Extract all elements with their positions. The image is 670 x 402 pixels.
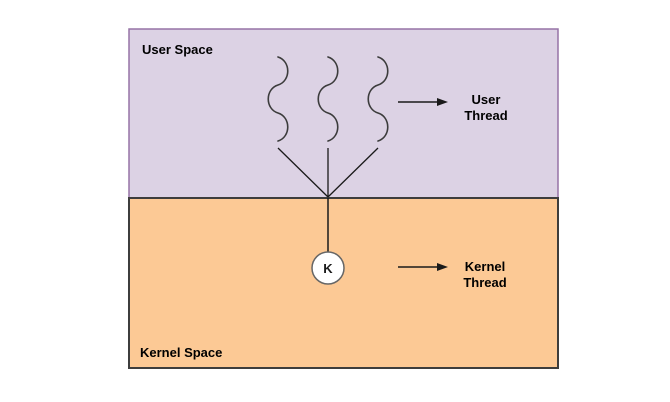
kernel-space-box xyxy=(128,197,559,369)
thread-mapping-line-right xyxy=(327,147,379,198)
user-space-box xyxy=(128,28,559,199)
kernel-thread-node-label: K xyxy=(323,261,333,276)
user-thread-arrowhead-icon xyxy=(437,98,448,106)
kernel-thread-node xyxy=(311,251,345,285)
kernel-space-label: Kernel Space xyxy=(140,345,222,360)
kernel-thread-label-line1: Kernel xyxy=(465,259,505,274)
user-thread-squiggle-1 xyxy=(267,56,289,142)
user-thread-label-line1: User xyxy=(472,92,501,107)
kernel-thread-label-line2: Thread xyxy=(463,275,506,290)
user-thread-squiggle-2 xyxy=(317,56,339,142)
kernel-thread-arrowhead-icon xyxy=(437,263,448,271)
user-space-label: User Space xyxy=(142,42,213,57)
thread-mapping-line-left xyxy=(277,147,329,198)
user-thread-label-line2: Thread xyxy=(464,108,507,123)
user-thread-squiggle-3 xyxy=(367,56,389,142)
